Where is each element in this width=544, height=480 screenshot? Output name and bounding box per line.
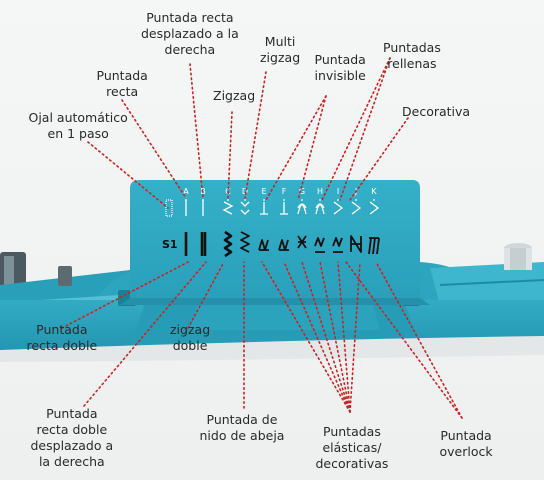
label-zigzag: Zigzag — [213, 88, 255, 104]
stitch-pattern-light — [297, 203, 307, 215]
stitch-pattern-light — [369, 201, 380, 215]
stitch-pattern-dark — [278, 239, 289, 251]
pattern-dot — [301, 199, 303, 201]
stitch-letter: G — [299, 187, 305, 196]
label-line: zigzag — [260, 50, 301, 65]
label-line: Puntadas — [383, 40, 441, 55]
label-line: Puntada — [96, 68, 148, 83]
stitch-pattern-light — [280, 202, 288, 215]
label-line: zigzag — [170, 322, 211, 337]
stitch-pattern-dark — [200, 232, 207, 256]
label-line: Puntada de — [206, 412, 278, 427]
stitch-letter: I — [337, 187, 339, 196]
label-line: rellenas — [387, 56, 437, 71]
label-line: Ojal automático — [28, 110, 128, 125]
label-line: Decorativa — [402, 104, 471, 119]
stitch-pattern-dark — [332, 237, 343, 253]
stitch-letter: H — [317, 187, 323, 196]
label-line: Zigzag — [213, 88, 256, 103]
light-stitch-patterns — [165, 199, 380, 217]
stitch-pattern-light — [260, 202, 268, 215]
label-line: recta doble — [36, 422, 108, 437]
label-line: desplazado a — [30, 438, 114, 453]
label-line: Multi — [264, 34, 296, 49]
stitch-pattern-light — [240, 201, 250, 215]
label-line: en 1 paso — [47, 126, 109, 141]
label-line: Puntada recta — [146, 10, 234, 25]
label-line: nido de abeja — [199, 428, 285, 443]
pattern-dot — [355, 199, 357, 201]
leader-lines — [61, 57, 463, 419]
label-line: desplazado a la — [141, 26, 239, 41]
pattern-dot — [202, 199, 204, 201]
stitch-pattern-dark — [240, 231, 250, 253]
buttonhole-pattern — [165, 199, 173, 217]
stitch-pattern-light — [351, 201, 362, 215]
label-line: Puntadas — [323, 424, 381, 439]
stitch-pattern-dark — [223, 230, 233, 258]
label-line: elásticas/ — [322, 440, 382, 455]
label-line: Puntada — [314, 52, 366, 67]
stitch-pattern-light — [333, 201, 344, 215]
label-line: doble — [172, 338, 208, 353]
label-line: Puntada — [46, 406, 98, 421]
stitch-pattern-dark — [297, 235, 307, 249]
label-line: Puntada — [440, 428, 492, 443]
stitch-letter: E — [261, 187, 266, 196]
label-line: invisible — [314, 68, 366, 83]
label-line: decorativas — [315, 456, 389, 471]
pattern-dot — [244, 199, 246, 201]
stitch-letter: D — [242, 187, 248, 196]
label-line: Puntada — [36, 322, 88, 337]
stitch-pattern-dark — [258, 239, 269, 251]
dark-stitch-patterns — [184, 230, 380, 258]
label-line: recta doble — [26, 338, 98, 353]
stitch-pattern-light — [315, 203, 325, 215]
stitch-pattern-dark — [368, 237, 380, 255]
label-line: derecha — [164, 42, 216, 57]
stitch-letter: F — [282, 187, 287, 196]
label-line: overlock — [439, 444, 493, 459]
pattern-dot — [283, 199, 285, 201]
label-line: la derecha — [38, 454, 105, 469]
pattern-dot — [263, 199, 265, 201]
stitch-pattern-light — [222, 201, 234, 215]
pattern-dot — [337, 199, 339, 201]
pattern-dot — [319, 199, 321, 201]
panel-code-s1: S1 — [162, 238, 178, 251]
pattern-dot — [185, 199, 187, 201]
label-line: recta — [106, 84, 139, 99]
pattern-dot — [227, 199, 229, 201]
stitch-letter: A — [183, 187, 189, 196]
pattern-dot — [373, 199, 375, 201]
stitch-letter: K — [371, 187, 377, 196]
label-decorativa: Decorativa — [402, 104, 470, 120]
stitch-pattern-dark — [350, 235, 362, 253]
stitch-pattern-dark — [314, 237, 325, 253]
